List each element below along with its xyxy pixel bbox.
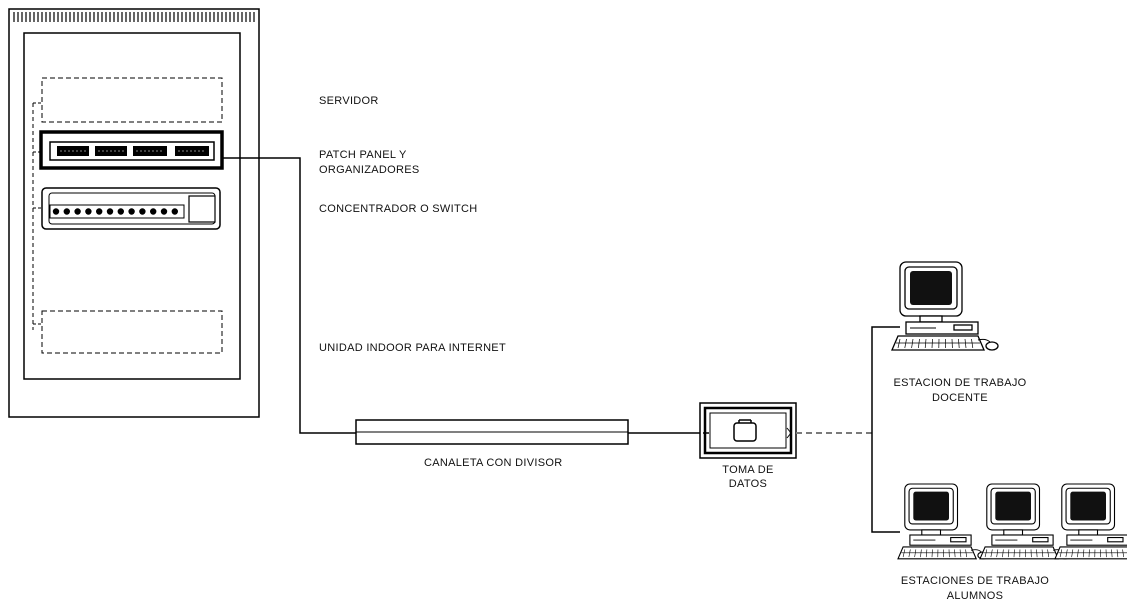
server-slot <box>41 77 223 123</box>
label-docente-2: DOCENTE <box>932 392 988 404</box>
label-toma-1: TOMA DE <box>722 464 774 476</box>
network-switch <box>41 187 221 230</box>
desktop-computer-icon <box>979 483 1071 560</box>
label-indoor-unit: UNIDAD INDOOR PARA INTERNET <box>319 342 506 354</box>
label-servidor: SERVIDOR <box>319 95 379 107</box>
switch-ports <box>52 208 178 215</box>
label-canaleta: CANALETA CON DIVISOR <box>424 457 563 469</box>
label-alumnos-2: ALUMNOS <box>946 590 1004 602</box>
rack-vent-slots <box>13 12 255 22</box>
indoor-unit-slot <box>41 310 223 354</box>
station-branch <box>871 326 900 533</box>
canaleta <box>355 419 629 445</box>
patch-panel <box>39 130 224 170</box>
data-outlet-icon <box>699 402 797 459</box>
label-switch: CONCENTRADOR O SWITCH <box>319 203 478 215</box>
label-alumnos-1: ESTACIONES DE TRABAJO <box>900 575 1050 587</box>
label-patch-panel-2: ORGANIZADORES <box>319 164 420 176</box>
label-patch-panel-1: PATCH PANEL Y <box>319 149 407 161</box>
workstations <box>891 261 1127 560</box>
desktop-computer-icon <box>1054 483 1127 560</box>
desktop-computer-icon <box>891 261 999 351</box>
patch-cable <box>222 157 356 434</box>
label-docente-1: ESTACION DE TRABAJO <box>893 377 1027 389</box>
label-toma-2: DATOS <box>728 478 768 490</box>
desktop-computer-icon <box>897 483 989 560</box>
